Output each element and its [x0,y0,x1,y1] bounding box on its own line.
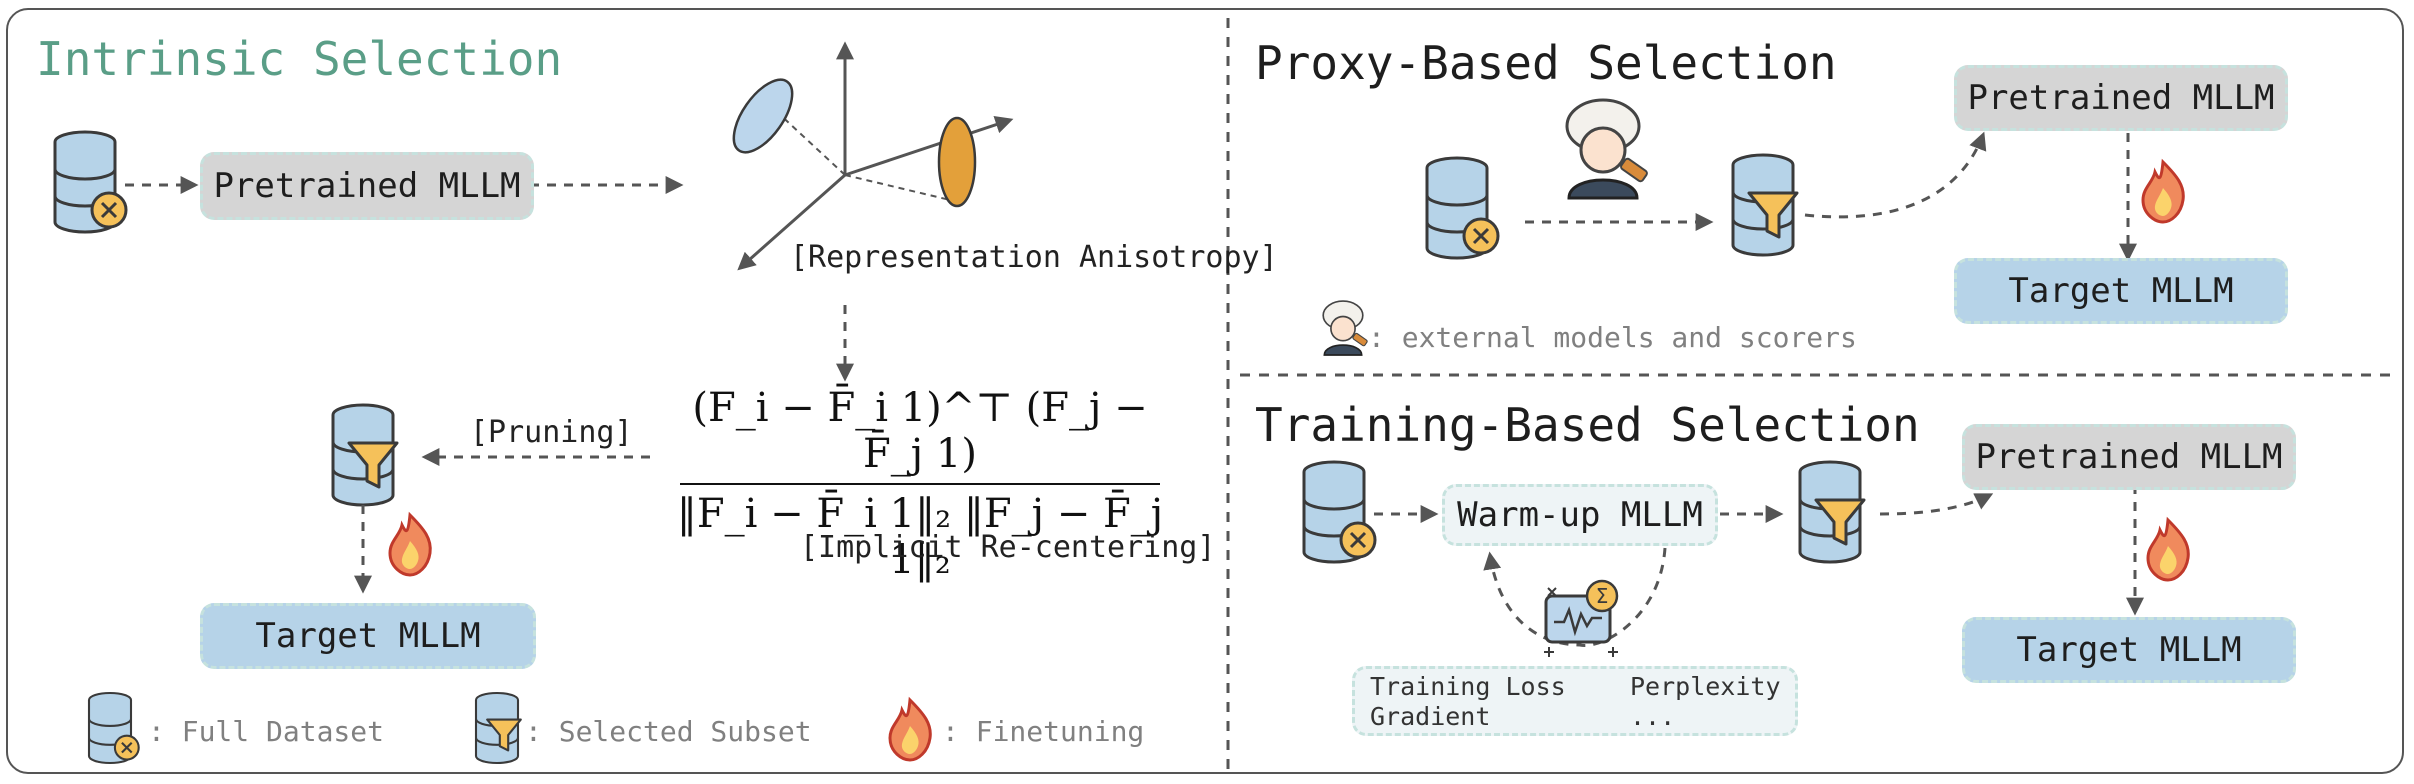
cosine-formula: (F_i − F̄_i 1)^⊤ (F_j − F̄_j 1) ‖F_i − F… [670,385,1170,583]
training-target-box: Target MLLM [1962,617,2296,683]
external-scorers-note: : external models and scorers [1368,321,1857,354]
judge-icon [1565,98,1650,200]
intrinsic-pretrained-box: Pretrained MLLM [200,152,534,220]
intrinsic-target-box: Target MLLM [200,603,536,669]
training-title: Training-Based Selection [1255,398,1920,452]
sigma-icon: Σ [1585,579,1619,613]
legend-filter-database-icon [474,691,522,765]
recentering-label: [Implicit Re-centering] [800,530,1216,565]
full-dataset-icon [1302,460,1377,564]
legend-database-icon [87,691,140,765]
anisotropy-axes-icon [732,41,1014,271]
proxy-pretrained-box: Pretrained MLLM [1954,65,2288,131]
pruning-label: [Pruning] [470,415,633,450]
formula-bar [680,483,1160,485]
signals-box [1352,666,1798,736]
legend-flame-icon [888,698,932,762]
legend-full-dataset: : Full Dataset [148,715,385,748]
full-dataset-icon [1425,156,1500,260]
legend-judge-icon [1322,300,1369,356]
proxy-target-box: Target MLLM [1954,258,2288,324]
selected-subset-icon [1798,460,1866,564]
proxy-title: Proxy-Based Selection [1255,36,1837,90]
intrinsic-title: Intrinsic Selection [36,32,563,86]
formula-denominator: ‖F_i − F̄_i 1‖₂ ‖F_j − F̄_j 1‖₂ [676,491,1164,583]
full-dataset-icon [53,130,128,234]
warmup-box: Warm-up MLLM [1442,484,1718,546]
flame-icon [2141,160,2185,224]
selected-subset-icon [1731,153,1799,257]
signal-ellipsis: ... [1630,702,1676,731]
svg-text:Σ: Σ [1596,584,1609,608]
selected-subset-icon [331,403,399,507]
formula-numerator: (F_i − F̄_i 1)^⊤ (F_j − F̄_j 1) [692,385,1148,477]
training-pretrained-box: Pretrained MLLM [1962,424,2296,490]
signal-perplexity: Perplexity [1630,672,1781,701]
legend-selected-subset: : Selected Subset [525,715,812,748]
signal-training-loss: Training Loss [1370,672,1566,701]
flame-icon [388,513,432,577]
signal-gradient: Gradient [1370,702,1491,731]
figure-frame [6,8,2404,774]
legend-finetuning: : Finetuning [942,715,1145,748]
flame-icon [2146,518,2190,582]
anisotropy-label: [Representation Anisotropy] [790,240,1278,275]
